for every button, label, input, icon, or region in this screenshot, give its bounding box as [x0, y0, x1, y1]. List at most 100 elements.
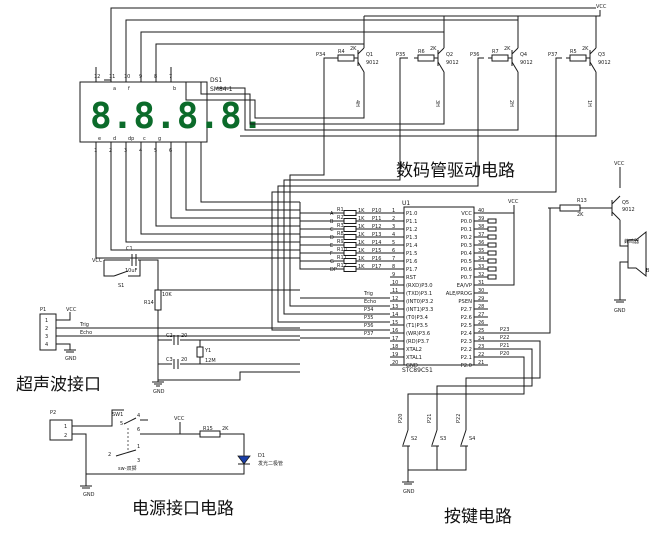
mcu-right-pin-num: 38	[478, 224, 484, 230]
sw-label: sw-双掷	[118, 465, 137, 472]
seg-net: P10	[372, 208, 381, 214]
sw-vcc: VCC	[174, 416, 185, 422]
vcc-rail: VCC	[363, 4, 607, 48]
mcu-left-pin-num: 15	[392, 320, 398, 326]
mcu-left-pin-name: P1.5	[406, 251, 417, 257]
driver-q-type: 9012	[446, 60, 459, 66]
p0-pullup	[487, 266, 497, 272]
p1-pin1: 1	[45, 318, 48, 324]
seg-wire	[299, 226, 340, 238]
seg-r-ref: R2	[337, 215, 344, 221]
mcu-left-pin-name: XTAL1	[406, 355, 422, 361]
p3-net: P37	[364, 331, 373, 337]
ultrasonic-connector: P1 1 2 3 4 VCC Trig Echo GND	[39, 307, 300, 362]
seg-wire	[299, 242, 340, 254]
mcu-right-net: P21	[500, 343, 509, 349]
mcu-right-pin-num: 28	[478, 304, 484, 310]
driver-digit-label: 3H	[434, 100, 440, 107]
driver-net: P34	[316, 52, 325, 58]
driver-resistor	[569, 54, 587, 62]
mcu-left-pin-num: 13	[392, 304, 398, 310]
q5-ref: Q5	[622, 200, 629, 206]
seg-r-ref: R1	[337, 207, 344, 213]
driver-r-ref: R5	[570, 49, 577, 55]
driver-q-ref: Q2	[446, 52, 453, 58]
driver-emitter	[357, 47, 365, 55]
keys-gnd: GND	[403, 489, 415, 495]
key-contact	[402, 429, 409, 446]
d1-label: 发光二极管	[258, 460, 283, 467]
buzzer-circuit: VCC R13 2K Q5 9012 蜂鸣器 B GND	[474, 161, 650, 334]
seg-net: P17	[372, 264, 381, 270]
driver-q-type: 9012	[520, 60, 533, 66]
seg-wire	[299, 250, 340, 262]
d1-ref: D1	[258, 453, 265, 459]
gnd-label-crystal: GND	[153, 389, 165, 395]
p1-pin4: 4	[45, 342, 48, 348]
p3-net: P35	[364, 315, 373, 321]
p0-pullup	[487, 234, 497, 240]
seg-r-val: 1K	[358, 256, 365, 262]
seg-letter: E	[330, 243, 333, 249]
seg-r-ref: R11	[337, 255, 347, 261]
y1-ref: Y1	[204, 348, 211, 354]
seg-net: P13	[372, 232, 381, 238]
mcu-right-pin-num: 21	[478, 360, 484, 366]
display-ref: DS1	[210, 77, 222, 84]
display-top-pin: 10	[124, 74, 130, 80]
seg-letter: B	[330, 219, 334, 225]
mcu-left-pin-num: 6	[392, 248, 395, 254]
seg-wire	[299, 218, 340, 230]
mcu-right-pin-name: P0.1	[461, 227, 472, 233]
key-ref: S3	[440, 436, 446, 442]
sw-pin4: 4	[137, 413, 140, 419]
driver-emitter	[589, 47, 597, 55]
mcu-left-pin-name: (T0)P3.4	[406, 315, 429, 321]
sw1-ref: SW1	[112, 412, 123, 418]
mcu-right-pin-name: P2.6	[461, 315, 472, 321]
mcu-vcc-wiring: VCC	[474, 199, 519, 286]
mcu-right-pin-name: ALE/PROG	[446, 291, 472, 297]
mcu-right-pin-name: P2.1	[461, 355, 472, 361]
mcu-left-pin-name: (INT1)P3.3	[406, 307, 433, 313]
p1-vcc: VCC	[66, 307, 77, 313]
driver-collector	[437, 61, 445, 73]
seg-r-val: 1K	[358, 264, 365, 270]
driver-base-wiring	[271, 57, 562, 331]
display-bottom-seg: dp	[128, 136, 134, 142]
vcc-label-mcu: VCC	[508, 199, 519, 205]
display-bottom-seg: d	[113, 136, 116, 142]
mcu-right-pin-num: 26	[478, 320, 484, 326]
mcu-right-pin-name: P0.0	[461, 219, 472, 225]
mcu-left-pin-num: 11	[392, 288, 398, 294]
display-top-pin: 12	[94, 74, 100, 80]
display-top-seg: b	[173, 86, 176, 92]
mcu-right-net: P20	[500, 351, 509, 357]
seg-letter: A	[330, 211, 334, 217]
seg-r-ref: R12	[337, 263, 347, 269]
mcu-right-pin-num: 33	[478, 264, 484, 270]
mcu-right-pin-name: P0.5	[461, 259, 472, 265]
seg-net: P14	[372, 240, 381, 246]
mcu-left-pin-num: 17	[392, 336, 398, 342]
trig-label: Trig	[79, 322, 89, 328]
seg-r-val: 1K	[358, 232, 365, 238]
seg-letter: D	[330, 235, 334, 241]
p0-pullup	[487, 258, 497, 264]
key-net: P20	[398, 414, 404, 423]
mcu-left-pin-name: (WR)P3.6	[406, 331, 430, 337]
driver-r-val: 2K	[582, 46, 589, 52]
seg-wire	[299, 210, 340, 222]
display-digits: 8.8.8.8.	[90, 96, 263, 137]
seg-resistor	[343, 226, 357, 232]
p0-pullup	[487, 218, 497, 224]
display-bottom-wiring	[95, 142, 300, 259]
seg-net: P11	[372, 216, 381, 222]
display-bottom-seg: e	[98, 136, 101, 142]
mcu-left-pin-name: GND	[406, 363, 418, 369]
mcu-left-pin-name: RST	[406, 275, 417, 281]
vcc-label-top: VCC	[596, 4, 607, 10]
driver-q-ref: Q3	[598, 52, 605, 58]
